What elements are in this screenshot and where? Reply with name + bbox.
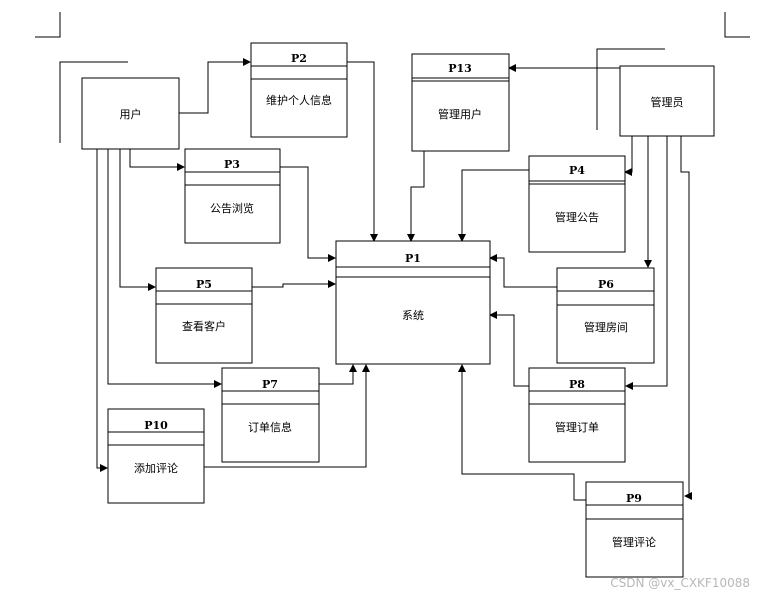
flow-p3-p1 xyxy=(280,166,336,262)
process-p8-label: 管理订单 xyxy=(555,420,599,434)
process-p6: P6 管理房间 xyxy=(556,267,655,364)
process-p13-id: P13 xyxy=(448,62,472,75)
flow-p8-p1 xyxy=(489,311,529,387)
process-p10-label: 添加评论 xyxy=(134,461,178,475)
process-p13-label: 管理用户 xyxy=(438,107,482,121)
process-p5-id: P5 xyxy=(196,278,212,291)
process-p2: P2 维护个人信息 xyxy=(250,42,348,138)
process-p9-id: P9 xyxy=(626,492,642,505)
process-p13: P13 管理用户 xyxy=(411,53,510,152)
process-p5: P5 查看客户 xyxy=(155,267,253,364)
process-p7: P7 订单信息 xyxy=(221,367,320,463)
process-p10-id: P10 xyxy=(144,419,168,432)
flow-p13-p1 xyxy=(407,151,425,242)
flow-p4-p1 xyxy=(458,169,529,242)
entity-admin-frame xyxy=(596,48,665,130)
entity-user-box xyxy=(81,77,180,150)
entity-user-label: 用户 xyxy=(120,107,142,121)
process-p5-label: 查看客户 xyxy=(182,319,226,333)
flow-user-p3 xyxy=(129,149,185,171)
process-p10: P10 添加评论 xyxy=(107,408,205,504)
page-corner-marks xyxy=(35,12,750,38)
entity-admin-box xyxy=(619,65,715,137)
flow-user-p7 xyxy=(107,149,222,388)
flow-p10-p1 xyxy=(204,364,370,468)
process-p8: P8 管理订单 xyxy=(528,367,626,463)
process-p1-id: P1 xyxy=(405,252,421,265)
process-p2-id: P2 xyxy=(291,52,307,65)
entity-user: 用户 xyxy=(59,61,180,150)
process-p6-label: 管理房间 xyxy=(584,320,628,334)
entity-user-frame xyxy=(59,61,128,143)
flow-admin-p9 xyxy=(680,136,692,500)
process-p3-id: P3 xyxy=(224,158,240,171)
flow-p6-p1 xyxy=(489,254,557,288)
process-p9-label: 管理评论 xyxy=(612,535,656,549)
process-p1: P1 系统 xyxy=(335,240,491,365)
process-p7-id: P7 xyxy=(262,378,278,391)
process-p4-label: 管理公告 xyxy=(555,210,599,224)
flow-p2-p1 xyxy=(347,61,378,242)
flow-p7-p1 xyxy=(319,364,357,385)
process-p8-id: P8 xyxy=(569,378,585,391)
process-p9: P9 管理评论 xyxy=(585,481,684,578)
flow-user-p5 xyxy=(119,149,156,291)
process-p4: P4 管理公告 xyxy=(528,155,626,253)
flow-admin-p8 xyxy=(625,136,668,390)
process-p3-label: 公告浏览 xyxy=(210,201,254,215)
flow-p5-p1 xyxy=(252,280,336,288)
flow-admin-p4 xyxy=(624,136,633,176)
flow-lines xyxy=(96,58,692,501)
process-p6-id: P6 xyxy=(598,278,614,291)
flow-user-p10 xyxy=(96,149,108,472)
process-p4-id: P4 xyxy=(569,164,585,177)
watermark: CSDN @vx_CXKF10088 xyxy=(610,576,750,590)
process-p2-label: 维护个人信息 xyxy=(266,93,332,107)
process-p3: P3 公告浏览 xyxy=(184,148,281,244)
process-p1-label: 系统 xyxy=(402,309,424,322)
process-p7-label: 订单信息 xyxy=(248,420,292,434)
flow-user-p2 xyxy=(179,58,251,114)
entity-admin: 管理员 xyxy=(596,48,715,137)
entity-admin-label: 管理员 xyxy=(651,95,684,109)
flow-p9-p1 xyxy=(458,364,586,501)
